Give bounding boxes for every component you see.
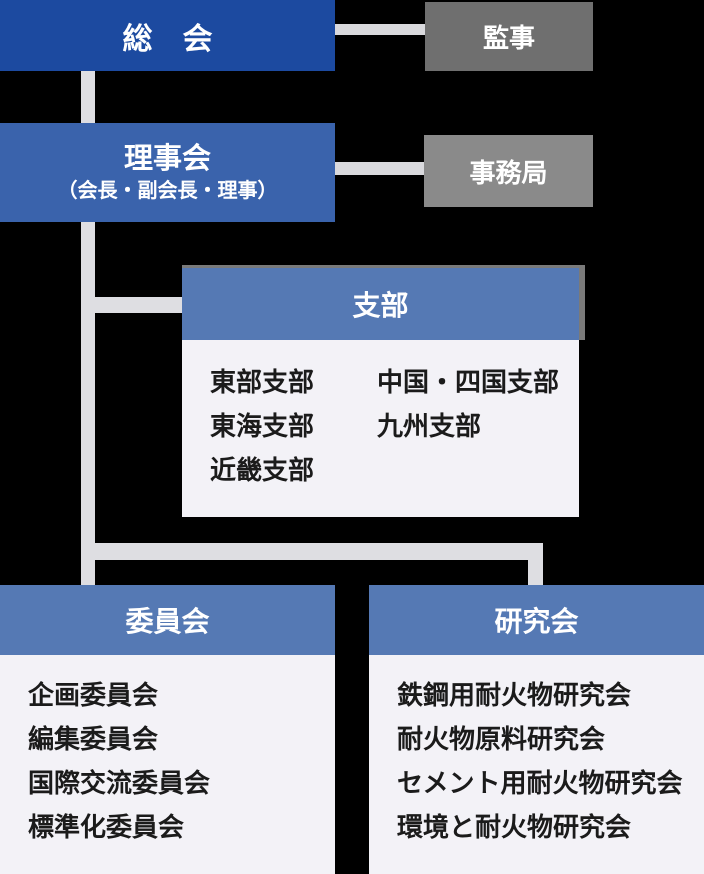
list-item: 鉄鋼用耐火物研究会 — [397, 680, 632, 710]
panel-kenkyukai-header: 研究会 — [369, 585, 704, 655]
list-item: 編集委員会 — [28, 724, 159, 754]
node-rijikai-sublabel: （会長・副会長・理事） — [57, 179, 278, 202]
list-item: 耐火物原料研究会 — [397, 724, 606, 754]
node-kanji: 監事 — [425, 2, 593, 71]
panel-shibu: 支部 東部支部東海支部近畿支部 中国・四国支部九州支部 — [182, 268, 579, 517]
connector-soukai-rijikai — [81, 71, 95, 123]
connector-rijikai-jimukyoku — [335, 162, 424, 175]
node-soukai: 総 会 — [0, 0, 335, 71]
panel-iinkai-body: 企画委員会編集委員会国際交流委員会標準化委員会 — [0, 655, 335, 874]
list-item: 標準化委員会 — [28, 812, 185, 842]
panel-shibu-header: 支部 — [182, 268, 579, 340]
shibu-header-shadow-top — [182, 265, 585, 268]
panel-kenkyukai-body: 鉄鋼用耐火物研究会耐火物原料研究会セメント用耐火物研究会環境と耐火物研究会 — [369, 655, 704, 874]
connector-branch-shibu — [95, 297, 182, 313]
list-item: 中国・四国支部 — [377, 367, 560, 397]
shibu-branch-list-col1: 東部支部東海支部近畿支部 — [210, 360, 314, 517]
node-kanji-label: 監事 — [482, 23, 535, 53]
list-item: 東部支部 — [210, 367, 315, 397]
shibu-header-shadow-right — [579, 265, 585, 340]
connector-soukai-kanji — [335, 24, 425, 35]
panel-shibu-title: 支部 — [352, 290, 409, 321]
list-item: セメント用耐火物研究会 — [397, 768, 683, 798]
panel-kenkyukai-title: 研究会 — [494, 606, 579, 637]
node-soukai-label: 総 会 — [122, 22, 213, 56]
node-rijikai: 理事会 （会長・副会長・理事） — [0, 123, 335, 222]
panel-iinkai-title: 委員会 — [125, 606, 210, 637]
panel-shibu-body: 東部支部東海支部近畿支部 中国・四国支部九州支部 — [182, 340, 579, 517]
node-jimukyoku: 事務局 — [424, 135, 593, 207]
node-jimukyoku-label: 事務局 — [469, 157, 548, 188]
panel-iinkai: 委員会 企画委員会編集委員会国際交流委員会標準化委員会 — [0, 585, 335, 874]
list-item: 近畿支部 — [210, 455, 315, 485]
shibu-branch-list-col2: 中国・四国支部九州支部 — [377, 360, 559, 517]
connector-drop-kenkyukai — [528, 560, 543, 585]
list-item: 九州支部 — [377, 411, 482, 441]
list-item: 東海支部 — [210, 411, 315, 441]
connector-branch-bottom — [95, 543, 543, 560]
node-rijikai-label: 理事会 — [123, 142, 211, 175]
panel-iinkai-header: 委員会 — [0, 585, 335, 655]
list-item: 企画委員会 — [28, 680, 159, 710]
list-item: 環境と耐火物研究会 — [397, 812, 632, 842]
panel-kenkyukai: 研究会 鉄鋼用耐火物研究会耐火物原料研究会セメント用耐火物研究会環境と耐火物研究… — [369, 585, 704, 874]
connector-trunk-vertical — [81, 222, 95, 585]
list-item: 国際交流委員会 — [28, 768, 211, 798]
